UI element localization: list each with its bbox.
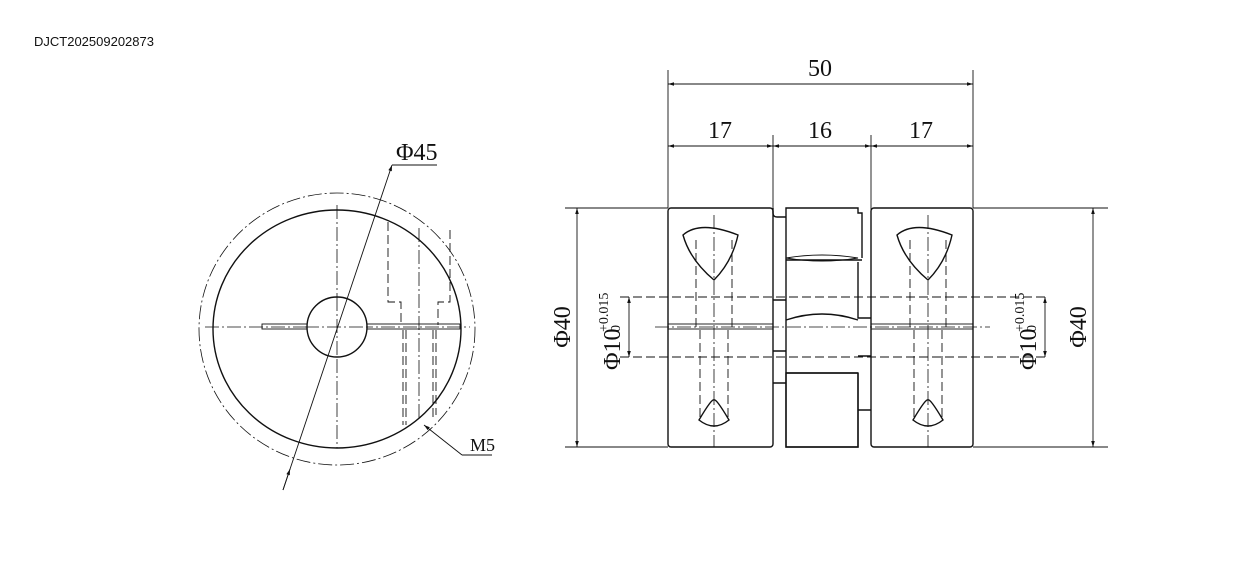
right-outer-diameter-label: Φ40	[1066, 306, 1092, 348]
screw-hole-hidden	[387, 222, 451, 325]
diameter-leader	[282, 164, 393, 491]
overall-length-label: 50	[808, 56, 832, 82]
left-screw-head	[682, 226, 739, 281]
left-hub-length-label: 17	[708, 118, 732, 144]
svg-text:+0.015: +0.015	[597, 293, 612, 332]
side-view: 50 17 16 17	[550, 56, 1108, 448]
left-outer-diameter-label: Φ40	[550, 306, 576, 348]
svg-text:Φ10: Φ10	[600, 328, 626, 370]
knurled-insert	[785, 372, 859, 448]
spider-element	[772, 207, 871, 448]
right-hub-length-label: 17	[909, 118, 933, 144]
left-hub	[667, 207, 774, 448]
outer-diameter-circle	[198, 192, 476, 466]
drawing-code: DJCT202509202873	[34, 34, 154, 49]
left-bore-dimension: Φ10 +0.015 0	[597, 293, 626, 370]
right-hub	[870, 207, 974, 448]
svg-text:+0.015: +0.015	[1013, 293, 1028, 332]
end-view: Φ45 M5	[198, 140, 495, 491]
spider-length-label: 16	[808, 118, 832, 144]
diameter-45-label: Φ45	[396, 140, 438, 166]
svg-text:0: 0	[609, 325, 624, 332]
right-bore-dimension: Φ10 +0.015 0	[1013, 293, 1042, 370]
thread-m5-label: M5	[470, 435, 495, 455]
thread-leader	[423, 424, 463, 456]
right-screw-head	[896, 226, 953, 281]
svg-text:Φ10: Φ10	[1016, 328, 1042, 370]
svg-text:0: 0	[1025, 325, 1040, 332]
